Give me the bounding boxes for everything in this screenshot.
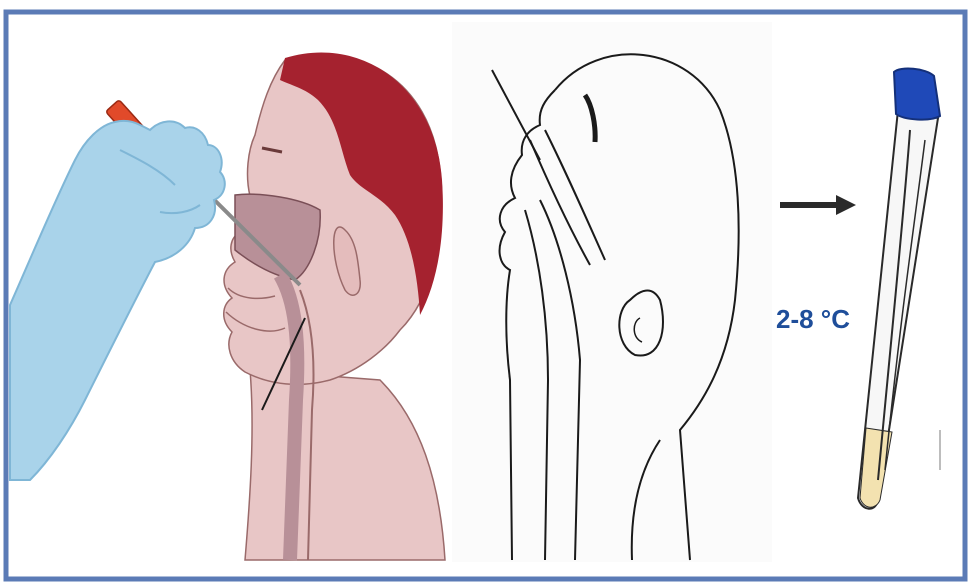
sketch-background <box>452 22 772 562</box>
storage-temperature-label: 2-8 °C <box>776 304 850 334</box>
nasal-swab-line-drawing <box>452 22 772 562</box>
